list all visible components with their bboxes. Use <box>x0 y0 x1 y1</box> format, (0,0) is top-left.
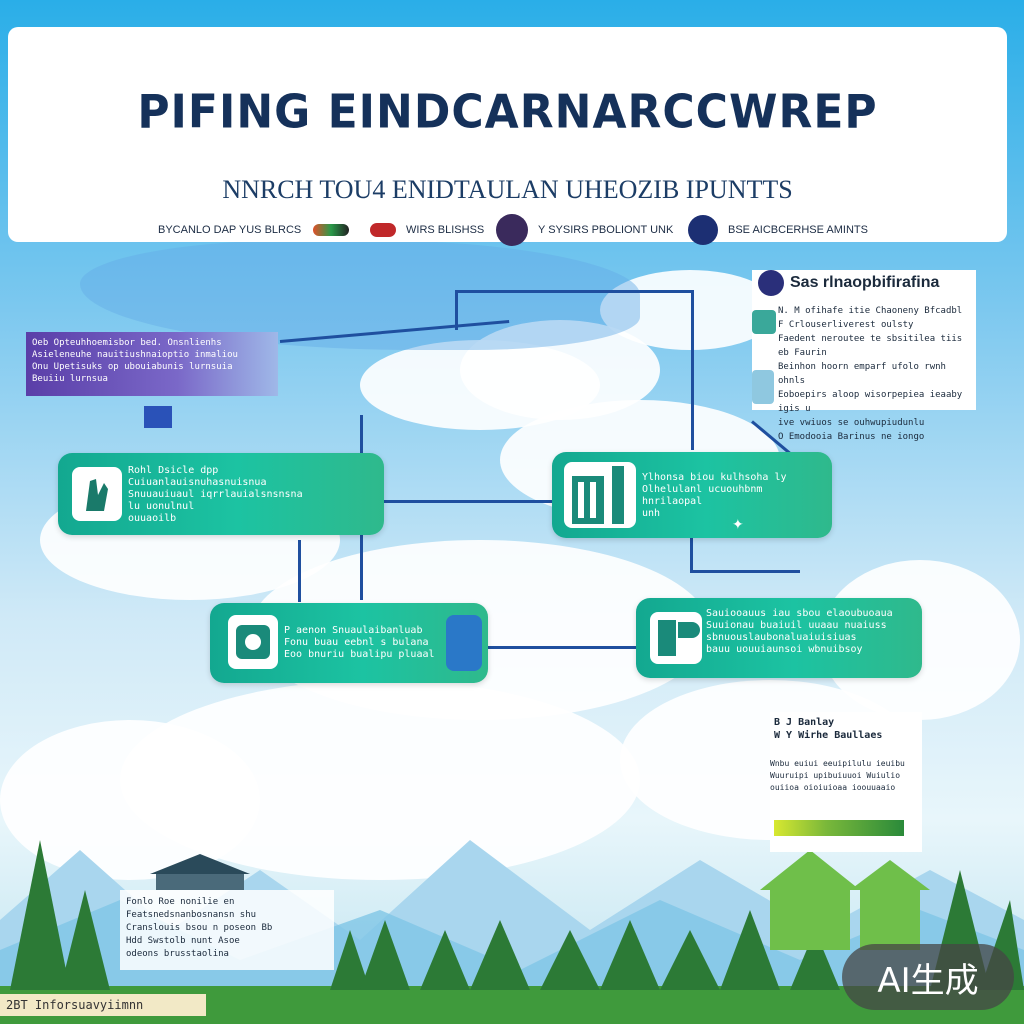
card-text: P aenon Snuaulaibanluab Fonu buau eebnl … <box>284 625 435 660</box>
legend-label: BSE AICBCERHSE AMINTS <box>728 224 868 236</box>
landscape <box>0 840 1024 1024</box>
house-illustration <box>150 854 250 890</box>
app-icon <box>752 370 774 404</box>
card-text: Sauiooauus iau sbou elaoubuoaua Suuionau… <box>706 608 893 655</box>
legend-label: WIRS BLISHSS <box>406 224 485 236</box>
blue-marker <box>144 406 172 428</box>
note-bottom-left: Fonlo Roe nonilie en Featsnedsnanbosnans… <box>120 890 334 970</box>
legend-swatch-icon <box>496 214 528 246</box>
legend-item: Y SYSIRS PBOLIONT UNK <box>496 214 674 246</box>
connector-line <box>298 540 301 602</box>
sparkle-icon: ✦ <box>732 516 744 532</box>
note-body: N. M ofihafe itie Chaoneny Bfcadbl F Crl… <box>778 306 963 442</box>
legend-item: BYCANLO DAP YUS BLRCS <box>158 215 359 245</box>
document-icon <box>650 612 702 664</box>
legend-item: WIRS BLISHSS <box>370 215 484 245</box>
progress-bar <box>774 820 904 836</box>
legend-swatch-icon <box>688 215 718 245</box>
note-top-right: Sas rlnaopbifirafina N. M ofihafe itie C… <box>752 270 976 442</box>
connector-line <box>488 646 636 649</box>
app-icon <box>752 310 776 334</box>
card-top-left[interactable]: Rohl Dsicle dpp Cuiuanlauisnuhasnuisnua … <box>58 453 384 535</box>
globe-icon <box>758 270 784 296</box>
card-text: Rohl Dsicle dpp Cuiuanlauisnuhasnuisnua … <box>128 465 303 524</box>
cloud <box>600 270 780 350</box>
connector-line <box>691 290 694 450</box>
header-card: PIFING EINDCARNARCCWREP NNRCH TOU4 ENIDT… <box>8 27 1007 246</box>
note-bottom-right: B J Banlay W Y Wirhe Baullaes Wnbu euiui… <box>770 712 922 852</box>
page-subtitle: NNRCH TOU4 ENIDTAULAN UHEOZIB IPUNTTS <box>222 175 793 204</box>
legend-row: BYCANLO DAP YUS BLRCS WIRS BLISHSS Y SYS… <box>158 214 898 246</box>
note-body: Wnbu euiui eeuipilulu ieuibu Wuuruipi up… <box>770 759 905 792</box>
note-top-left: Oeb Opteuhhoemisbor bed. Onsnlienhs Asie… <box>26 332 278 396</box>
hand-icon <box>72 467 122 521</box>
card-bottom-left[interactable]: P aenon Snuaulaibanluab Fonu buau eebnl … <box>210 603 488 683</box>
card-bottom-right[interactable]: Sauiooauus iau sbou elaoubuoaua Suuionau… <box>636 598 922 678</box>
note-body: Fonlo Roe nonilie en Featsnedsnanbosnans… <box>126 897 273 959</box>
connector-line <box>455 290 693 293</box>
legend-swatch-icon <box>370 223 396 237</box>
footer-label: 2BT Inforsuavyiimnn <box>0 994 206 1016</box>
card-top-right[interactable]: Ylhonsa biou kulhsoha ly Olhelulanl ucuo… <box>552 452 832 538</box>
connector-line <box>690 538 693 573</box>
connector-line <box>690 570 800 573</box>
ai-generated-badge: AI生成 <box>842 944 1014 1010</box>
note-text: Oeb Opteuhhoemisbor bed. Onsnlienhs Asie… <box>32 338 238 384</box>
square-icon <box>446 615 482 671</box>
device-icon <box>228 615 278 669</box>
page-title: PIFING EINDCARNARCCWREP <box>137 85 878 140</box>
legend-item: BSE AICBCERHSE AMINTS <box>688 215 868 245</box>
connector-line <box>380 500 552 503</box>
legend-label: Y SYSIRS PBOLIONT UNK <box>538 224 674 236</box>
building-icon <box>564 462 636 528</box>
card-text: Ylhonsa biou kulhsoha ly Olhelulanl ucuo… <box>642 472 787 519</box>
legend-label: BYCANLO DAP YUS BLRCS <box>158 224 302 236</box>
connector-line <box>455 290 458 330</box>
cloud <box>0 720 260 880</box>
legend-swatch-icon <box>313 224 350 236</box>
note-title: B J Banlay W Y Wirhe Baullaes <box>774 717 883 741</box>
note-title: Sas rlnaopbifirafina <box>790 274 940 291</box>
